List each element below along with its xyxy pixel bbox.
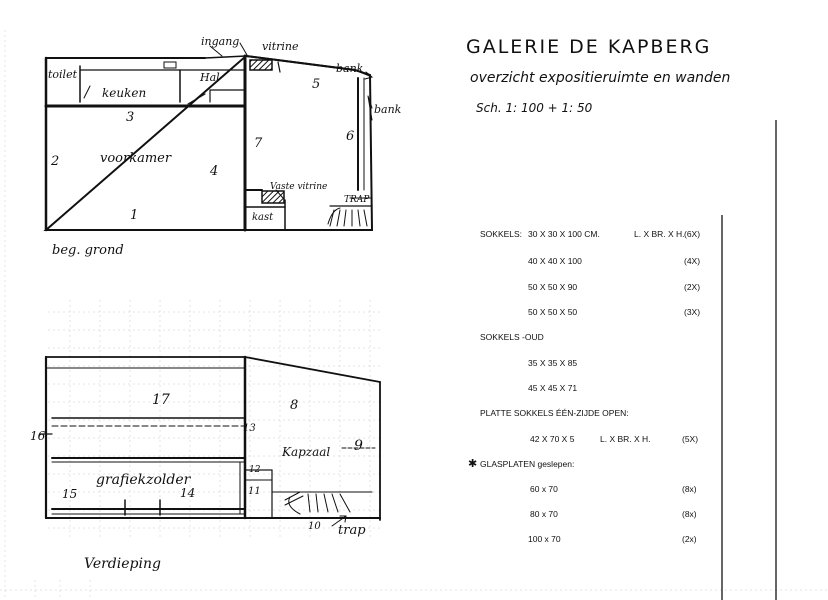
spec-dims-note: L. X BR. X H. — [634, 229, 685, 239]
spec-section-label: SOKKELS -OUD — [480, 332, 544, 342]
wall-number-14: 14 — [180, 486, 195, 500]
spec-qty: (8x) — [682, 484, 697, 494]
scale-note: Sch. 1: 100 + 1: 50 — [476, 101, 593, 115]
room-label-voorkamer: voorkamer — [100, 151, 172, 166]
room-label-hal: Hal — [199, 71, 220, 84]
spec-qty: (5X) — [682, 434, 699, 444]
ground-floor-labels: toilet keuken Hal voorkamer ingang vitri… — [48, 35, 402, 258]
label-trap-upper: trap — [338, 523, 366, 538]
wall-number-4: 4 — [209, 164, 218, 179]
upper-floor-plan — [39, 355, 381, 527]
page-subtitle: overzicht expositieruimte en wanden — [470, 70, 731, 86]
label-vitrine: vitrine — [262, 40, 299, 53]
spec-dims: 42 X 70 X 5 — [530, 434, 575, 444]
wall-number-13: 13 — [243, 423, 256, 434]
wall-number-3: 3 — [126, 110, 134, 125]
spec-dims: 40 X 40 X 100 — [528, 256, 582, 266]
label-trap: TRAP — [344, 195, 370, 205]
wall-number-11: 11 — [248, 486, 261, 497]
room-label-grafiekzolder: grafiekzolder — [96, 472, 192, 488]
wall-number-8: 8 — [290, 398, 298, 413]
spec-dims: 60 x 70 — [530, 484, 558, 494]
wall-number-9: 9 — [354, 438, 363, 454]
spec-section-label: PLATTE SOKKELS ÉÉN-ZIJDE OPEN: — [480, 408, 629, 418]
spec-qty: (3X) — [684, 307, 701, 317]
wall-number-16: 16 — [30, 429, 46, 443]
label-bank-top: bank — [336, 62, 364, 75]
room-label-keuken: keuken — [102, 86, 146, 100]
spec-section-label: GLASPLATEN geslepen: — [480, 459, 575, 469]
label-kast: kast — [252, 212, 274, 223]
spec-dims: 100 x 70 — [528, 534, 561, 544]
spec-dims: 35 X 35 X 85 — [528, 358, 578, 368]
wall-number-12: 12 — [249, 465, 261, 475]
wall-number-15: 15 — [62, 487, 77, 501]
spec-qty: (2X) — [684, 282, 701, 292]
asterisk-icon: ✱ — [468, 458, 478, 470]
floor-label-upper: Verdieping — [84, 556, 161, 572]
spec-dims: 45 X 45 X 71 — [528, 383, 578, 393]
spec-qty: (2x) — [682, 534, 697, 544]
wall-number-1: 1 — [130, 208, 138, 223]
upper-floor-labels: grafiekzolder Kapzaal trap 8 9 10 11 12 … — [30, 392, 366, 572]
spec-dims: 50 X 50 X 90 — [528, 282, 578, 292]
spec-sokkels-label: SOKKELS: — [480, 229, 523, 239]
spec-dims-note: L. X BR. X H. — [600, 434, 651, 444]
spec-dims: 50 X 50 X 50 — [528, 307, 578, 317]
wall-number-5: 5 — [312, 77, 320, 92]
label-ingang: ingang — [201, 35, 239, 48]
room-label-toilet: toilet — [48, 68, 78, 81]
wall-number-17: 17 — [152, 392, 170, 408]
spec-qty: (8x) — [682, 509, 697, 519]
label-bank-right: bank — [374, 103, 402, 116]
page-title: GALERIE DE KAPBERG — [466, 36, 712, 58]
spec-qty: (4X) — [684, 256, 701, 266]
ground-floor-plan — [43, 42, 374, 232]
wall-number-6: 6 — [346, 129, 354, 144]
spec-dims: 30 X 30 X 100 CM. — [528, 229, 600, 239]
wall-number-2: 2 — [50, 154, 59, 169]
wall-number-7: 7 — [254, 136, 263, 151]
spec-qty: (6X) — [684, 229, 701, 239]
label-vaste-vitrine: Vaste vitrine — [270, 182, 327, 192]
floor-label-ground: beg. grond — [52, 243, 124, 258]
room-label-kapzaal: Kapzaal — [281, 445, 330, 459]
spec-dims: 80 x 70 — [530, 509, 558, 519]
wall-number-10: 10 — [308, 521, 321, 532]
